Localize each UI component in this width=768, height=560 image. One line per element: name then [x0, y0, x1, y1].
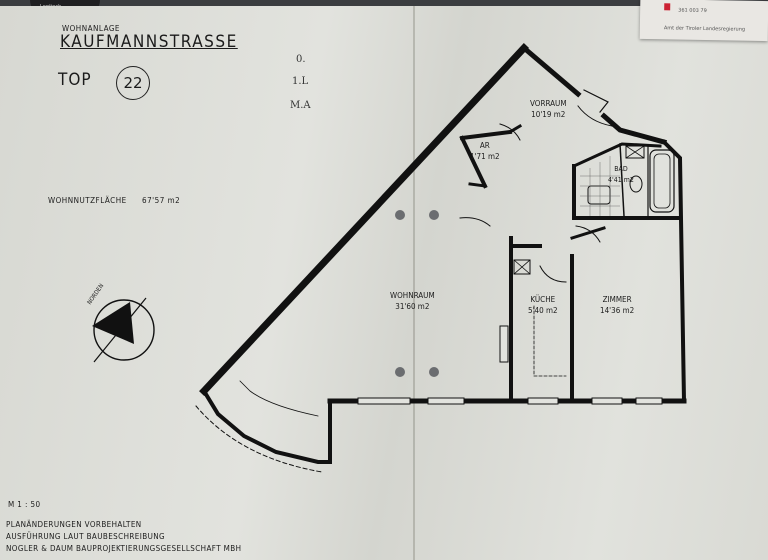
room-name: KÜCHE	[530, 295, 556, 304]
north-arrow-icon	[92, 297, 155, 363]
red-mark	[664, 3, 671, 11]
room-area: 10'19 m2	[531, 110, 566, 119]
handwritten-note-1: 0.	[296, 54, 306, 65]
room-bad: BAD 4'41 m2	[608, 164, 634, 186]
unit-label: TOP	[58, 70, 92, 90]
room-ar: AR 1'71 m2	[470, 140, 500, 162]
footer-line-1: PLANÄNDERUNGEN VORBEHALTEN	[6, 520, 142, 529]
room-name: VORRAUM	[530, 99, 567, 108]
room-name: AR	[479, 141, 490, 150]
room-area: 5'40 m2	[528, 306, 558, 315]
room-wohnraum: WOHNRAUM 31'60 m2	[390, 290, 435, 312]
room-area: 1'71 m2	[470, 152, 500, 161]
project-label: WOHNANLAGE	[62, 24, 120, 33]
room-zimmer: ZIMMER 14'36 m2	[600, 294, 634, 316]
footer-line-2: AUSFÜHRUNG LAUT BAUBESCHREIBUNG	[6, 532, 166, 541]
project-name: KAUFMANNSTRASSE	[60, 32, 238, 52]
handwritten-note-3: M.A	[290, 100, 311, 111]
corner-note-number: 361 003 79	[678, 7, 707, 15]
room-vorraum: VORRAUM 10'19 m2	[530, 98, 567, 120]
room-name: ZIMMER	[602, 295, 632, 304]
floor-plan-drawing	[92, 43, 687, 473]
handwritten-note-2: 1.L	[292, 76, 309, 87]
room-name: BAD	[614, 165, 628, 173]
room-area: 31'60 m2	[395, 302, 430, 311]
room-area: 4'41 m2	[608, 176, 634, 184]
room-name: WOHNRAUM	[390, 291, 435, 300]
scale-label: M 1 : 50	[8, 500, 41, 509]
corner-document: 361 003 79 Amt der Tiroler Landesregieru…	[639, 0, 768, 42]
area-value: 67'57 m2	[142, 196, 181, 205]
area-label: WOHNNUTZFLÄCHE	[48, 196, 127, 205]
unit-number-circle: 22	[116, 66, 150, 100]
floor-plan-sheet: WOHNANLAGE KAUFMANNSTRASSE TOP 22 0. 1.L…	[0, 6, 768, 560]
footer-line-3: NOGLER & DAUM BAUPROJEKTIERUNGSGESELLSCH…	[6, 544, 242, 553]
paper-fold	[413, 6, 415, 560]
room-kueche: KÜCHE 5'40 m2	[528, 294, 558, 316]
corner-note-title: Amt der Tiroler Landesregierung	[663, 25, 746, 33]
room-area: 14'36 m2	[600, 306, 635, 315]
